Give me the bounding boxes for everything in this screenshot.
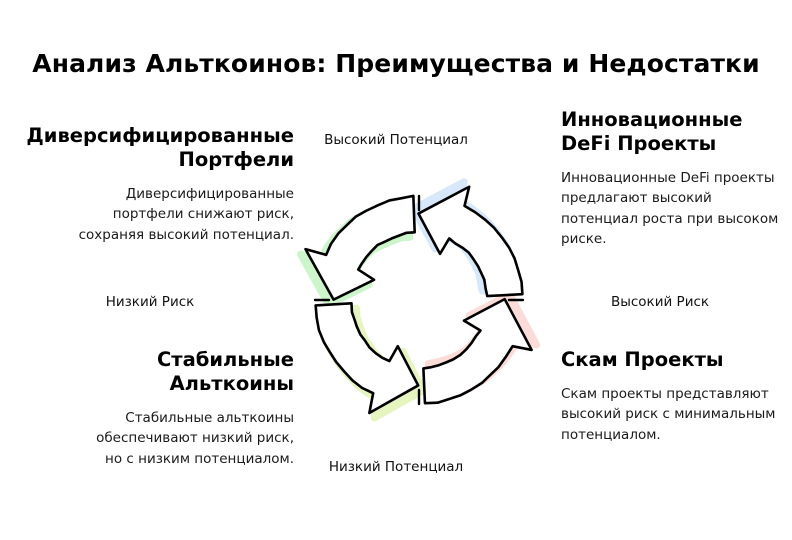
quadrant-bottom-right-heading: Скам Проекты (561, 348, 724, 371)
axis-label-bottom: Низкий Потенциал (328, 459, 464, 475)
quadrant-top-left-body: Диверсифицированные портфели снижают рис… (78, 185, 294, 243)
quadrant-top-left: Диверсифицированные Портфели Диверсифици… (26, 124, 294, 245)
quadrant-bottom-left-body: Стабильные альткоины обеспечивают низкий… (96, 409, 294, 467)
quadrant-top-right: Инновационные DeFi Проекты Инновационные… (561, 108, 787, 250)
page-title: Анализ Альткоинов: Преимущества и Недост… (32, 49, 760, 78)
segment-outlines (304, 185, 533, 415)
quadrant-bottom-right-body: Скам проекты представляют высокий риск с… (561, 385, 776, 443)
segment-arrow-top-right (417, 185, 524, 298)
axis-label-left: Низкий Риск (105, 294, 195, 310)
segment-arrow-bottom-left (314, 301, 420, 415)
quadrant-top-right-heading: Инновационные DeFi Проекты (561, 108, 743, 155)
quadrant-dividers (313, 194, 525, 406)
axis-label-right: Высокий Риск (610, 294, 710, 310)
quadrant-top-left-heading: Диверсифицированные Портфели (26, 124, 294, 171)
segment-arrow-top-left (304, 194, 416, 301)
cyclic-arrow-diagram (296, 176, 542, 424)
quadrant-bottom-left: Стабильные Альткоины Стабильные альткоин… (56, 348, 294, 469)
quadrant-bottom-right: Скам Проекты Скам проекты представляют в… (561, 348, 789, 445)
quadrant-top-right-body: Инновационные DeFi проекты предлагают вы… (561, 169, 779, 248)
segment-arrow-bottom-right (422, 297, 533, 405)
quadrant-bottom-left-heading: Стабильные Альткоины (157, 348, 294, 395)
axis-label-top: Высокий Потенциал (324, 132, 468, 148)
cyclic-arrow-svg (296, 178, 541, 422)
